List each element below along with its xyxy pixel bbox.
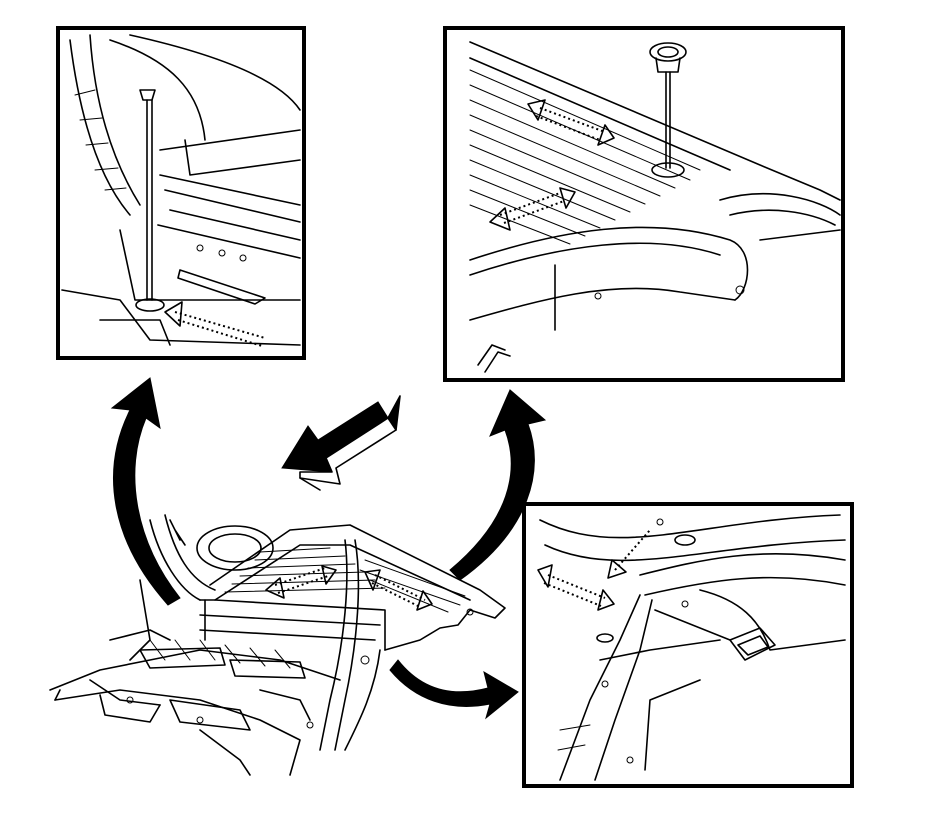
detail-view-right-floor-plug [443,26,845,382]
detail-view-left-floor-plug [56,26,306,360]
callout-arrow-right [449,389,547,581]
callout-arrow-left [110,377,181,606]
rear-floor-panel-assembly [49,514,506,776]
forward-direction-arrow [281,395,401,491]
detail-view-wheelhouse-plug [522,502,854,788]
callout-arrow-lower [389,659,519,720]
